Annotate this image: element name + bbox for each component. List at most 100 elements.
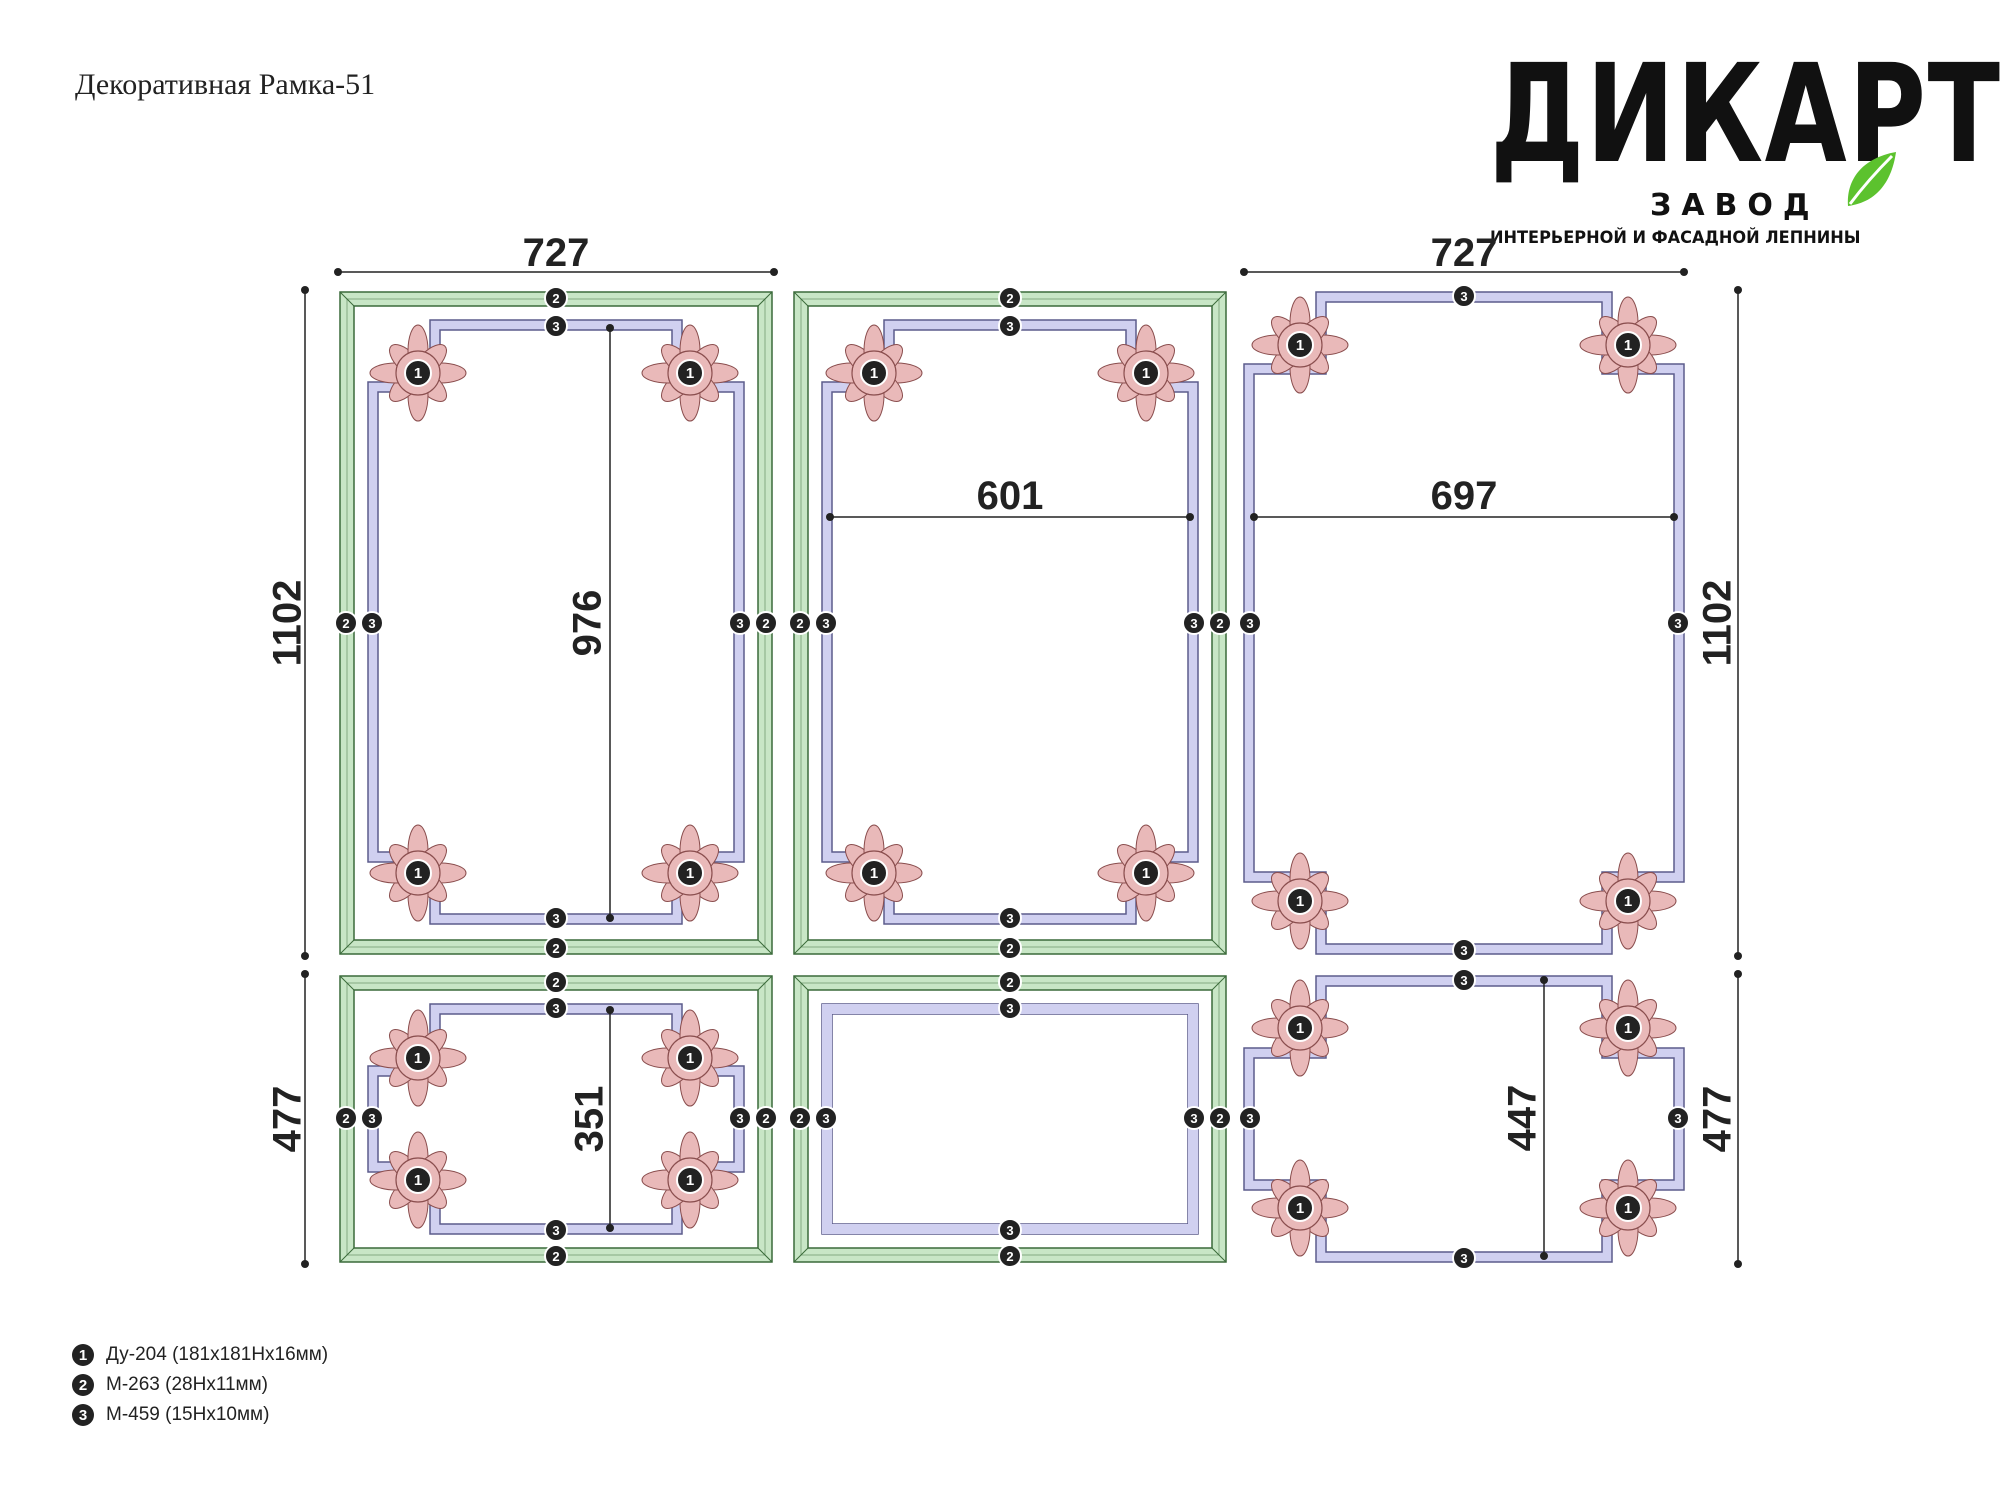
svg-text:2: 2: [342, 616, 349, 631]
svg-text:3: 3: [1460, 973, 1467, 988]
marker-2: 2: [544, 936, 568, 960]
marker-2: 2: [544, 970, 568, 994]
marker-3: 3: [1182, 1106, 1206, 1130]
svg-text:697: 697: [1431, 474, 1498, 518]
marker-1: 1: [1614, 331, 1642, 359]
marker-3: 3: [1238, 1106, 1262, 1130]
marker-3: 3: [814, 1106, 838, 1130]
marker-3: 3: [544, 1218, 568, 1242]
svg-text:1: 1: [1624, 337, 1632, 354]
marker-3: 3: [1452, 968, 1476, 992]
marker-3: 3: [360, 1106, 384, 1130]
marker-1: 1: [1614, 1194, 1642, 1222]
marker-3: 3: [1666, 1106, 1690, 1130]
svg-text:2: 2: [1006, 1249, 1013, 1264]
logo-subtitle: ЗАВОД: [1650, 188, 1820, 223]
legend-item: 2 М-263 (28Нх11мм): [72, 1370, 328, 1400]
svg-text:2: 2: [762, 1111, 769, 1126]
svg-text:1: 1: [686, 865, 694, 882]
marker-3: 3: [360, 611, 384, 635]
marker-1: 1: [404, 1166, 432, 1194]
legend-item: 3 М-459 (15Нх10мм): [72, 1400, 328, 1430]
svg-text:727: 727: [1431, 231, 1498, 275]
svg-text:3: 3: [552, 1223, 559, 1238]
svg-text:1: 1: [870, 365, 878, 382]
svg-text:1: 1: [1296, 893, 1304, 910]
dimension-447: 447: [1501, 976, 1548, 1260]
svg-text:2: 2: [1006, 975, 1013, 990]
marker-1: 1: [1614, 887, 1642, 915]
marker-3: 3: [998, 1218, 1022, 1242]
marker-3: 3: [1452, 284, 1476, 308]
svg-text:1: 1: [1296, 337, 1304, 354]
logo-tagline: ИНТЕРЬЕРНОЙ И ФАСАДНОЙ ЛЕПНИНЫ: [1490, 228, 1861, 248]
marker-3: 3: [1238, 611, 1262, 635]
svg-text:1: 1: [1624, 1200, 1632, 1217]
svg-text:2: 2: [552, 1249, 559, 1264]
svg-text:1: 1: [414, 1172, 422, 1189]
svg-text:447: 447: [1501, 1085, 1545, 1152]
svg-text:3: 3: [1190, 1111, 1197, 1126]
svg-text:727: 727: [523, 231, 590, 275]
marker-3: 3: [1182, 611, 1206, 635]
svg-text:2: 2: [1006, 941, 1013, 956]
svg-text:1: 1: [1296, 1200, 1304, 1217]
svg-text:1: 1: [686, 1172, 694, 1189]
marker-3: 3: [998, 906, 1022, 930]
svg-text:3: 3: [822, 1111, 829, 1126]
marker-3: 3: [1666, 611, 1690, 635]
marker-1: 1: [1132, 859, 1160, 887]
svg-text:3: 3: [736, 616, 743, 631]
marker-2: 2: [544, 286, 568, 310]
svg-text:3: 3: [1460, 943, 1467, 958]
svg-text:3: 3: [1674, 616, 1681, 631]
legend-label: М-263 (28Нх11мм): [106, 1374, 268, 1395]
marker-1: 1: [404, 359, 432, 387]
marker-2: 2: [788, 611, 812, 635]
marker-1: 1: [676, 1044, 704, 1072]
svg-text:3: 3: [1460, 289, 1467, 304]
svg-text:3: 3: [1460, 1251, 1467, 1266]
marker-1: 1: [1286, 331, 1314, 359]
marker-1: 1: [676, 1166, 704, 1194]
marker-2: 2: [1208, 611, 1232, 635]
leaf-icon: [1847, 152, 1896, 206]
svg-text:601: 601: [977, 474, 1044, 518]
marker-2: 2: [998, 970, 1022, 994]
svg-text:3: 3: [1246, 616, 1253, 631]
svg-text:3: 3: [1006, 911, 1013, 926]
dimension-1102-left: 1102: [266, 286, 310, 960]
dimension-727-left: 727: [334, 231, 778, 276]
legend-label: М-459 (15Нх10мм): [106, 1404, 270, 1425]
svg-text:1: 1: [1142, 865, 1150, 882]
legend-badge: 1: [72, 1344, 94, 1366]
marker-1: 1: [404, 859, 432, 887]
legend: 1 Ду-204 (181х181Нх16мм) 2 М-263 (28Нх11…: [72, 1340, 328, 1430]
svg-text:1: 1: [414, 1050, 422, 1067]
svg-text:477: 477: [1696, 1086, 1740, 1153]
marker-2: 2: [334, 611, 358, 635]
inner-frame: [1243, 291, 1685, 955]
svg-text:1: 1: [1296, 1020, 1304, 1037]
page-title: Декоративная Рамка-51: [75, 68, 376, 101]
svg-text:3: 3: [552, 319, 559, 334]
brand-logo: ДИКАРТ ЗАВОД ИНТЕРЬЕРНОЙ И ФАСАДНОЙ ЛЕПН…: [1490, 40, 2000, 248]
svg-text:1: 1: [1624, 1020, 1632, 1037]
marker-1: 1: [676, 859, 704, 887]
legend-item: 1 Ду-204 (181х181Нх16мм): [72, 1340, 328, 1370]
svg-text:1: 1: [870, 865, 878, 882]
marker-1: 1: [1286, 1194, 1314, 1222]
svg-text:3: 3: [1006, 319, 1013, 334]
svg-text:2: 2: [552, 975, 559, 990]
svg-text:3: 3: [736, 1111, 743, 1126]
legend-label: Ду-204 (181х181Нх16мм): [106, 1344, 329, 1365]
legend-badge: 2: [72, 1374, 94, 1396]
marker-3: 3: [544, 996, 568, 1020]
marker-1: 1: [860, 359, 888, 387]
marker-1: 1: [1614, 1014, 1642, 1042]
marker-3: 3: [998, 314, 1022, 338]
marker-3: 3: [1452, 1246, 1476, 1270]
svg-text:477: 477: [266, 1086, 310, 1153]
dimension-477-right: 477: [1696, 970, 1742, 1268]
